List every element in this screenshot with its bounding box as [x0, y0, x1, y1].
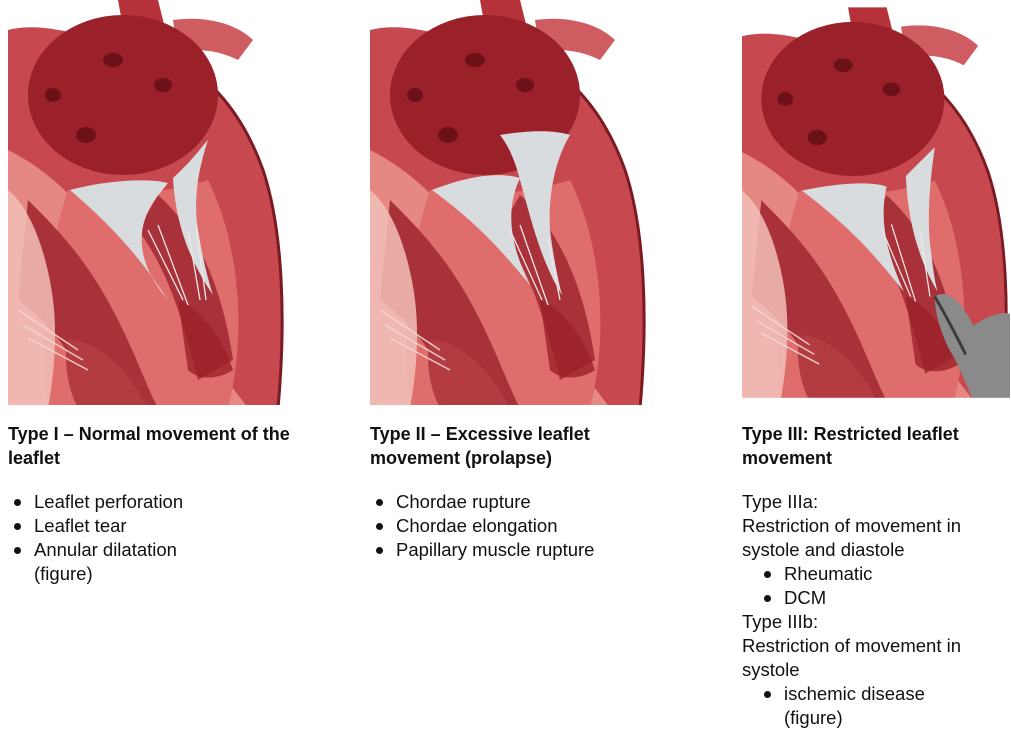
panel-type-2: Type II – Excessive leaflet movement (pr… [370, 0, 670, 410]
bullet-list: Leaflet perforation Leaflet tear Annular… [8, 490, 298, 586]
subtype-b-bullet-list: ischemic disease (figure) [742, 682, 962, 730]
subtype-b-label: Type IIIb: [742, 610, 818, 634]
list-item: Chordae elongation [370, 514, 660, 538]
list-item: ischemic disease (figure) [742, 682, 962, 730]
heart-illustration-type-2 [370, 0, 648, 410]
subtype-a-description: Restriction of movement in systole and d… [742, 514, 1004, 562]
list-item: Rheumatic [742, 562, 1002, 586]
subtype-a-label: Type IIIa: [742, 490, 818, 514]
subtype-b-description: Restriction of movement in systole [742, 634, 1004, 682]
list-item: Leaflet tear [8, 514, 298, 538]
bullet-list: Chordae rupture Chordae elongation Papil… [370, 490, 660, 562]
heart-illustration-type-1 [8, 0, 286, 410]
panel-title: Type II – Excessive leaflet movement (pr… [370, 422, 650, 470]
list-item: DCM [742, 586, 1002, 610]
list-item: Leaflet perforation [8, 490, 298, 514]
panel-title: Type I – Normal movement of the leaflet [8, 422, 308, 470]
panel-type-3: Type III: Restricted leaflet movement Ty… [742, 0, 1010, 410]
heart-illustration-type-3 [742, 0, 1010, 410]
subtype-a-bullet-list: Rheumatic DCM [742, 562, 1002, 610]
list-item: Chordae rupture [370, 490, 660, 514]
list-item: Annular dilatation (figure) [8, 538, 234, 586]
panel-title: Type III: Restricted leaflet movement [742, 422, 1002, 470]
list-item: Papillary muscle rupture [370, 538, 660, 562]
panel-type-1: Type I – Normal movement of the leaflet … [8, 0, 308, 410]
